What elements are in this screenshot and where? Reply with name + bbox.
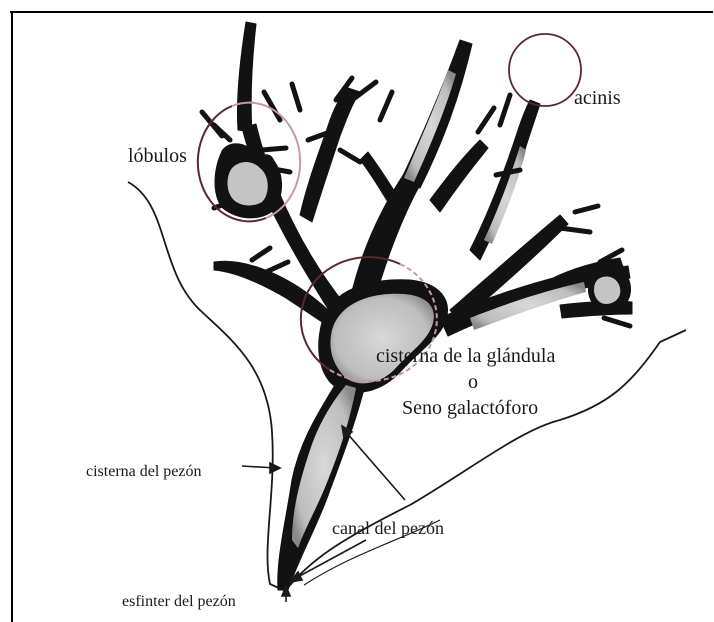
- label-canal-pezon: canal del pezón: [332, 518, 444, 538]
- acini-circle: [509, 34, 581, 106]
- label-o: o: [468, 371, 478, 393]
- label-lobulos: lóbulos: [128, 145, 187, 167]
- udder-outline-left: [128, 182, 283, 590]
- duct-lumens: [227, 70, 586, 548]
- label-esfinter-pezon: esfinter del pezón: [122, 593, 236, 610]
- label-cisterna-glandula: cisterna de la glándula: [376, 345, 555, 367]
- label-cisterna-pezon: cisterna del pezón: [86, 463, 202, 480]
- right-branch-lumen: [484, 146, 526, 244]
- label-seno-galactoforo: Seno galactóforo: [402, 397, 538, 419]
- label-acinis: acinis: [574, 87, 621, 109]
